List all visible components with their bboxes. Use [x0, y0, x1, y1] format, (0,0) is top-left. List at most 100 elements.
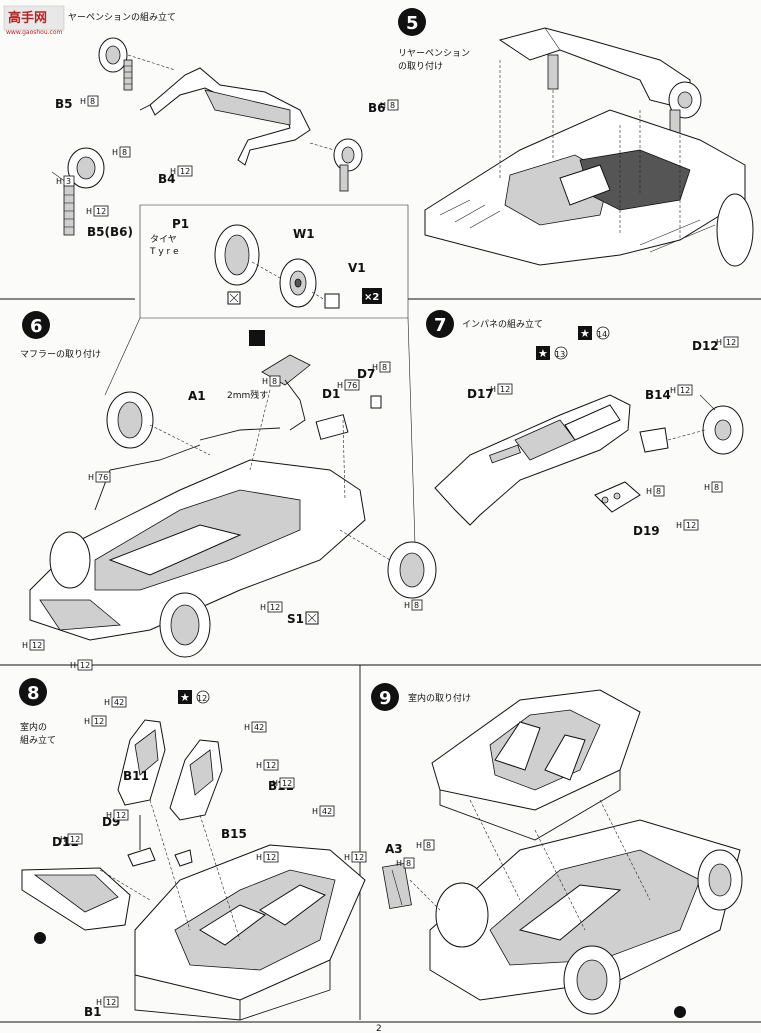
box-frame — [351, 851, 367, 863]
material-code-box: H 12 — [272, 777, 295, 789]
box-prefix: H — [70, 661, 76, 670]
part-label-b6: B6 — [368, 101, 386, 115]
part-label-d19: D19 — [633, 524, 660, 538]
box-number: 8 — [656, 487, 661, 496]
box-number: 12 — [80, 661, 90, 670]
box-frame — [379, 361, 391, 373]
part-label-d17: D17 — [467, 387, 494, 401]
box-number: 76 — [347, 381, 357, 390]
star-ref-13: ★ 13 — [536, 346, 568, 360]
inset-leader — [407, 317, 416, 546]
box-number: 42 — [322, 807, 332, 816]
box-number: 12 — [32, 641, 42, 650]
box-number: 12 — [116, 811, 126, 820]
box-prefix: H — [22, 641, 28, 650]
part-label-d7: D7 — [357, 367, 375, 381]
box-frame — [91, 715, 107, 727]
box-number: 8 — [414, 601, 419, 610]
box-prefix: H — [670, 386, 676, 395]
box-prefix: H — [272, 779, 278, 788]
box-frame — [103, 996, 119, 1008]
part-label-b5-b6: B5(B6) — [87, 225, 133, 239]
box-frame — [711, 481, 723, 493]
box-frame — [63, 175, 75, 187]
svg-text:★: ★ — [180, 691, 190, 704]
box-number: 8 — [122, 148, 127, 157]
box-frame — [497, 383, 513, 395]
svg-text:8: 8 — [27, 683, 40, 704]
box-number: 8 — [714, 483, 719, 492]
box-number: 76 — [98, 473, 108, 482]
box-frame — [344, 379, 360, 391]
qty-badge: ×2 — [364, 292, 379, 303]
box-frame — [95, 471, 111, 483]
box-prefix: H — [337, 381, 343, 390]
box-frame — [723, 336, 739, 348]
step-8-title-2: 組み立て — [20, 734, 56, 746]
box-prefix: H — [112, 148, 118, 157]
box-prefix: H — [260, 603, 266, 612]
box-prefix: H — [60, 835, 66, 844]
material-code-box: H 76 — [337, 379, 360, 391]
box-number: 12 — [180, 167, 190, 176]
box-frame — [29, 639, 45, 651]
box-number: 12 — [96, 207, 106, 216]
box-prefix: H — [84, 717, 90, 726]
step-9-badge: 9 — [371, 683, 399, 711]
box-number: 12 — [686, 521, 696, 530]
box-frame — [93, 205, 109, 217]
top-section-title: ヤーペンションの組み立て — [68, 11, 176, 23]
box-prefix: H — [344, 853, 350, 862]
svg-text:12: 12 — [197, 694, 207, 703]
box-frame — [87, 95, 99, 107]
box-prefix: H — [256, 853, 262, 862]
box-number: 12 — [726, 338, 736, 347]
box-number: 8 — [426, 841, 431, 850]
part-label-b1: B1 — [84, 1005, 102, 1019]
box-frame — [403, 857, 415, 869]
box-prefix: H — [96, 998, 102, 1007]
box-number: 12 — [70, 835, 80, 844]
box-prefix: H — [396, 859, 402, 868]
tyre-jp: タイヤ — [150, 234, 177, 245]
svg-text:6: 6 — [30, 316, 43, 337]
box-number: 8 — [382, 363, 387, 372]
material-code-box: H 12 — [22, 639, 45, 651]
step-7-title: インパネの組み立て — [462, 318, 543, 330]
box-frame — [263, 851, 279, 863]
step-8-title: 室内の — [20, 721, 47, 733]
box-frame — [683, 519, 699, 531]
box-frame — [77, 659, 93, 671]
box-number: 8 — [90, 97, 95, 106]
box-frame — [653, 485, 665, 497]
instrument-panel-drawing — [434, 394, 744, 526]
box-number: 12 — [282, 779, 292, 788]
box-prefix: H — [56, 177, 62, 186]
part-label-b14: B14 — [645, 388, 671, 402]
part-label-b5: B5 — [55, 97, 73, 111]
step-6-badge: 6 — [22, 311, 50, 339]
tyre-en: T y r e — [149, 247, 179, 257]
part-label-b4: B4 — [158, 172, 176, 186]
interior-mount-drawing — [382, 689, 743, 1018]
svg-text:13: 13 — [555, 350, 565, 359]
material-code-box: H 12 — [60, 833, 83, 845]
box-number: 8 — [390, 101, 395, 110]
part-label-a1: A1 — [188, 389, 206, 403]
